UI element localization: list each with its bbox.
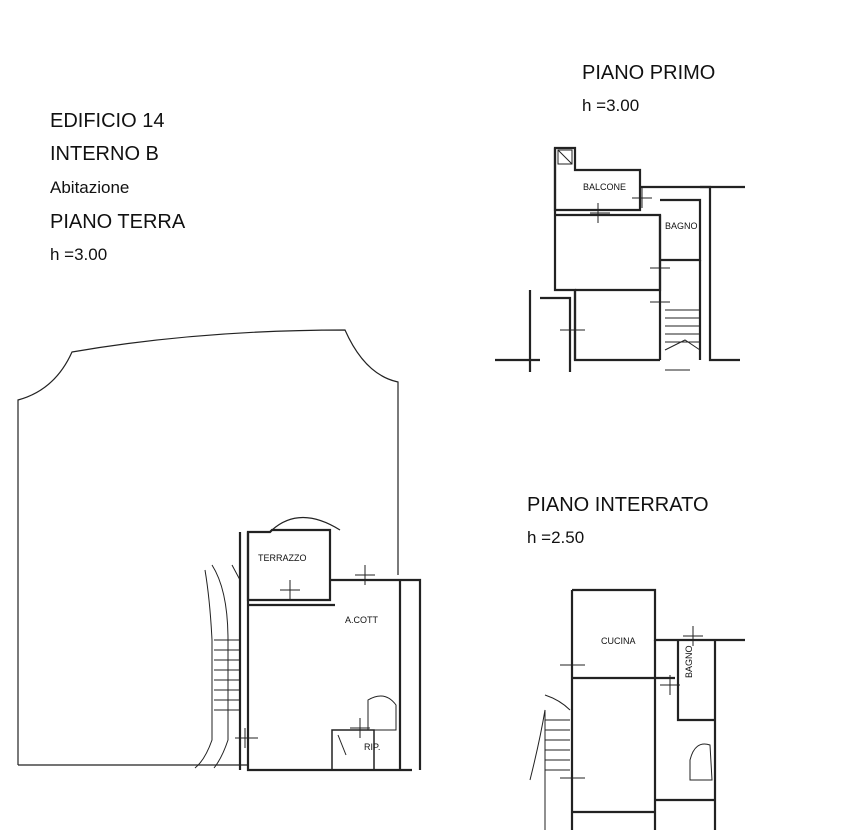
- basement-details: [529, 626, 713, 830]
- first-floor-height: h =3.00: [582, 96, 640, 115]
- room-label-kitchen: CUCINA: [601, 636, 636, 646]
- ground-floor-height: h =3.00: [50, 245, 108, 264]
- basement-height: h =2.50: [527, 528, 585, 547]
- room-label-bathroom-first: BAGNO: [665, 221, 698, 231]
- room-label-balcony: BALCONE: [583, 182, 627, 192]
- room-label-storage: RIP.: [364, 742, 381, 752]
- first-floor-plan: [495, 146, 745, 372]
- unit-label: INTERNO B: [50, 143, 159, 165]
- room-label-kitchenette: A.COTT: [345, 615, 378, 625]
- ground-outdoor-stair: [194, 564, 241, 769]
- basement-plan: [570, 588, 745, 830]
- ground-floor-title: PIANO TERRA: [50, 211, 186, 233]
- first-floor-title: PIANO PRIMO: [582, 62, 716, 84]
- use-label: Abitazione: [50, 178, 130, 197]
- room-label-terrace: TERRAZZO: [258, 553, 307, 563]
- building-label: EDIFICIO 14: [50, 110, 165, 132]
- first-floor-details: [557, 149, 701, 371]
- ground-garden-outline: [17, 329, 399, 766]
- ground-crosshairs: [235, 565, 375, 748]
- room-label-bathroom-basement: BAGNO: [684, 645, 694, 678]
- basement-title: PIANO INTERRATO: [527, 494, 709, 516]
